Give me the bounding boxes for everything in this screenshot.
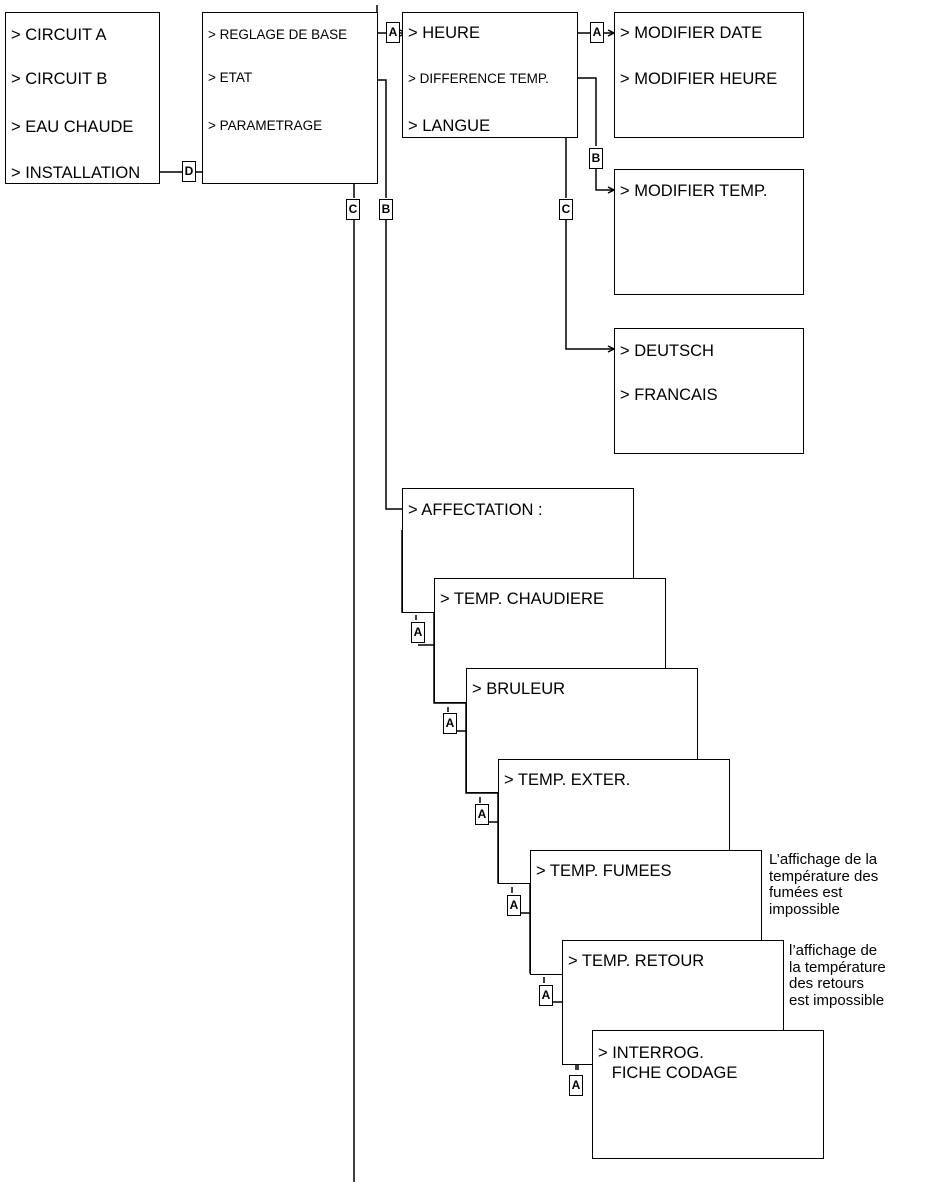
- screen-label-temp-retour: > TEMP. RETOUR: [568, 952, 705, 970]
- menu-item-heure[interactable]: > HEURE: [408, 24, 480, 42]
- menu-item-modifier-date[interactable]: > MODIFIER DATE: [620, 24, 763, 42]
- key-tag-a-retour: A: [539, 985, 553, 1006]
- screen-label-temp-exter: > TEMP. EXTER.: [504, 771, 631, 789]
- key-tag-b-etat: B: [379, 199, 393, 220]
- key-tag-a-exter: A: [475, 804, 489, 825]
- base-settings-menu-box: > HEURE > DIFFERENCE TEMP. > LANGUE: [402, 12, 578, 138]
- menu-item-parametrage[interactable]: > PARAMETRAGE: [208, 118, 323, 133]
- screen-label-affectation: > AFFECTATION :: [408, 501, 543, 519]
- key-tag-c-parametrage: C: [346, 199, 360, 220]
- time-menu-box: > MODIFIER DATE > MODIFIER HEURE: [614, 12, 804, 138]
- menu-item-francais[interactable]: > FRANCAIS: [620, 386, 718, 404]
- screen-label-bruleur: > BRULEUR: [472, 680, 566, 698]
- note-retour: l’affichage de la température des retour…: [789, 942, 886, 1009]
- note-fumees: L’affichage de la température des fumées…: [769, 851, 879, 918]
- menu-item-modifier-temp[interactable]: > MODIFIER TEMP.: [620, 182, 768, 200]
- menu-item-etat[interactable]: > ETAT: [208, 70, 253, 85]
- menu-item-installation[interactable]: > INSTALLATION: [11, 164, 141, 182]
- key-tag-a-fumees: A: [507, 895, 521, 916]
- menu-item-deutsch[interactable]: > DEUTSCH: [620, 342, 714, 360]
- language-menu-box: > DEUTSCH > FRANCAIS: [614, 328, 804, 454]
- menu-item-circuit-a[interactable]: > CIRCUIT A: [11, 26, 107, 44]
- key-tag-a-interrog: A: [569, 1075, 583, 1096]
- main-menu-box: > CIRCUIT A > CIRCUIT B > EAU CHAUDE > I…: [5, 12, 160, 184]
- key-tag-d: D: [182, 161, 196, 182]
- menu-item-difference-temp[interactable]: > DIFFERENCE TEMP.: [408, 71, 549, 86]
- menu-item-langue[interactable]: > LANGUE: [408, 117, 491, 135]
- menu-item-eau-chaude[interactable]: > EAU CHAUDE: [11, 118, 134, 136]
- menu-item-reglage-de-base[interactable]: > REGLAGE DE BASE: [208, 27, 348, 42]
- menu-item-modifier-heure[interactable]: > MODIFIER HEURE: [620, 70, 778, 88]
- screen-label-interrog: > INTERROG. FICHE CODAGE: [598, 1044, 738, 1082]
- installation-menu-box: > REGLAGE DE BASE > ETAT > PARAMETRAGE: [202, 12, 378, 184]
- key-tag-a-heure: A: [590, 22, 604, 43]
- menu-item-circuit-b[interactable]: > CIRCUIT B: [11, 70, 108, 88]
- screen-label-temp-chaudiere: > TEMP. CHAUDIERE: [440, 590, 604, 608]
- key-tag-a-base: A: [386, 22, 400, 43]
- temp-difference-menu-box: > MODIFIER TEMP.: [614, 169, 804, 295]
- key-tag-b-difference: B: [589, 148, 603, 169]
- key-tag-a-bruleur: A: [443, 713, 457, 734]
- screen-label-temp-fumees: > TEMP. FUMEES: [536, 862, 672, 880]
- screen-interrog-fiche-codage: > INTERROG. FICHE CODAGE: [592, 1030, 824, 1159]
- key-tag-c-langue: C: [559, 199, 573, 220]
- key-tag-a-chaudiere: A: [411, 622, 425, 643]
